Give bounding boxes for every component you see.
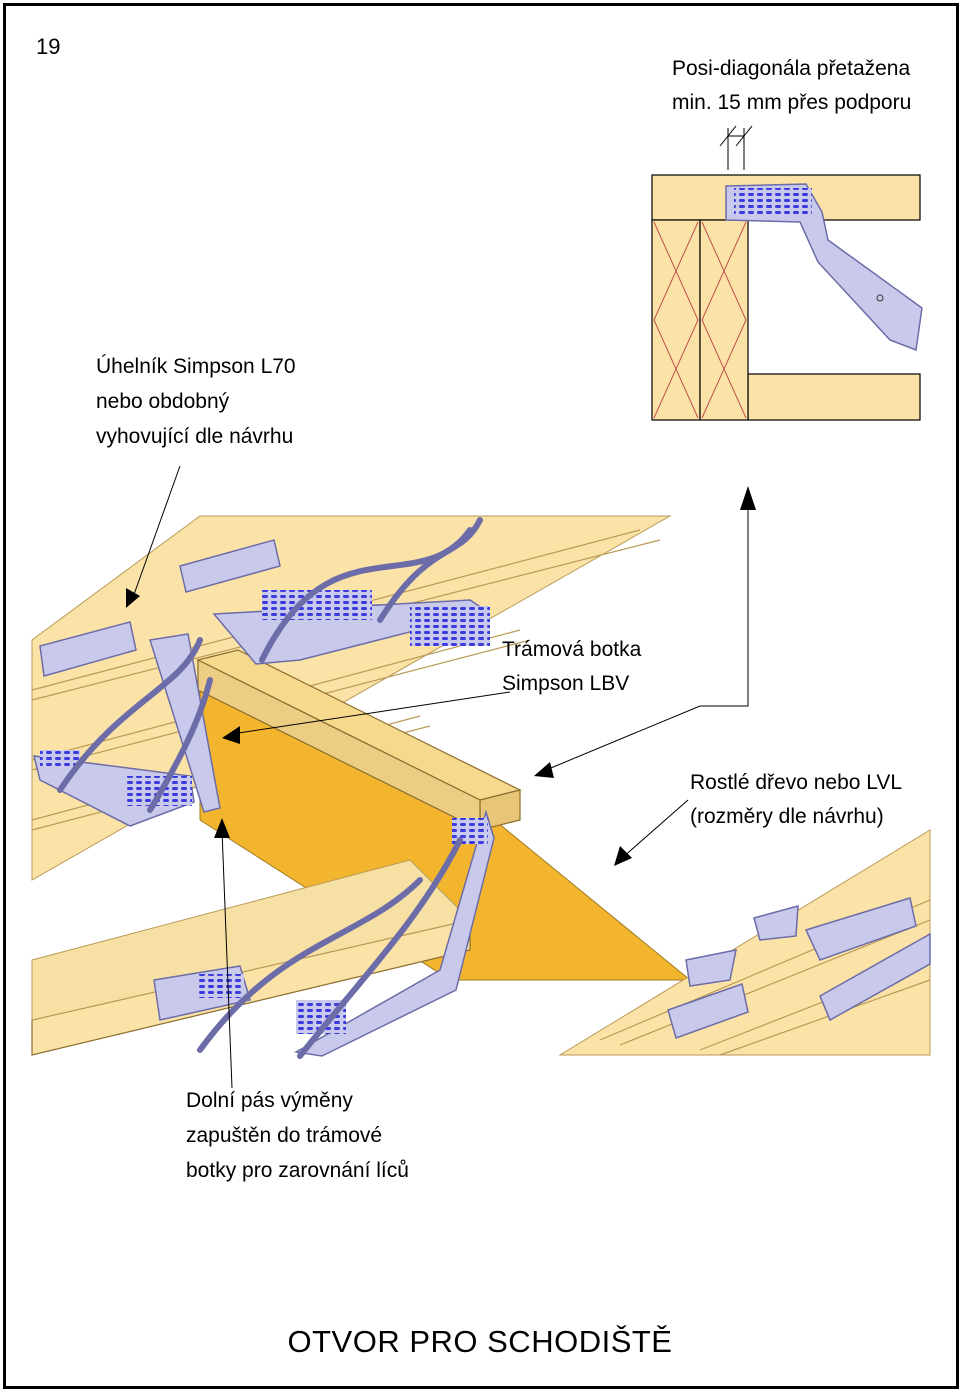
uhelnik-label-line2: nebo obdobný: [96, 390, 230, 413]
posi-label-line1: Posi-diagonála přetažena: [672, 57, 911, 80]
uhelnik-label-line3: vyhovující dle návrhu: [96, 425, 294, 448]
page-frame: [3, 3, 959, 1389]
detail-plate-holes: [734, 188, 812, 216]
dolni-label-line2: zapuštěn do trámové: [186, 1124, 383, 1147]
dolni-label-line1: Dolní pás výměny: [186, 1089, 353, 1112]
detail-support-left: [651, 219, 701, 421]
detail-bottom-chord: [747, 373, 921, 421]
detail-dimension: [719, 125, 753, 170]
botka-label-line1: Trámová botka: [502, 638, 642, 661]
hanger-holes: [40, 590, 490, 1034]
isometric-assembly: [31, 515, 931, 1059]
web-straps: [57, 517, 483, 1059]
detail-section: [651, 125, 923, 421]
posi-label-line2: min. 15 mm přes podporu: [672, 91, 912, 114]
drevo-label-line1: Rostlé dřevo nebo LVL: [690, 771, 903, 794]
page-title: OTVOR PRO SCHODIŠTĚ: [287, 1324, 673, 1359]
botka-label-line2: Simpson LBV: [502, 672, 630, 695]
drevo-label-line2: (rozměry dle návrhu): [690, 805, 884, 828]
detail-cross-hatch: [653, 221, 747, 419]
arrowheads: [126, 486, 756, 866]
detail-posi-web: [725, 183, 923, 352]
page-number: 19: [36, 34, 61, 59]
dolni-label-line3: botky pro zarovnání líců: [186, 1159, 409, 1182]
detail-support-right: [699, 219, 749, 421]
leader-lines: [131, 465, 749, 1089]
uhelnik-label-line1: Úhelník Simpson L70: [96, 355, 296, 378]
